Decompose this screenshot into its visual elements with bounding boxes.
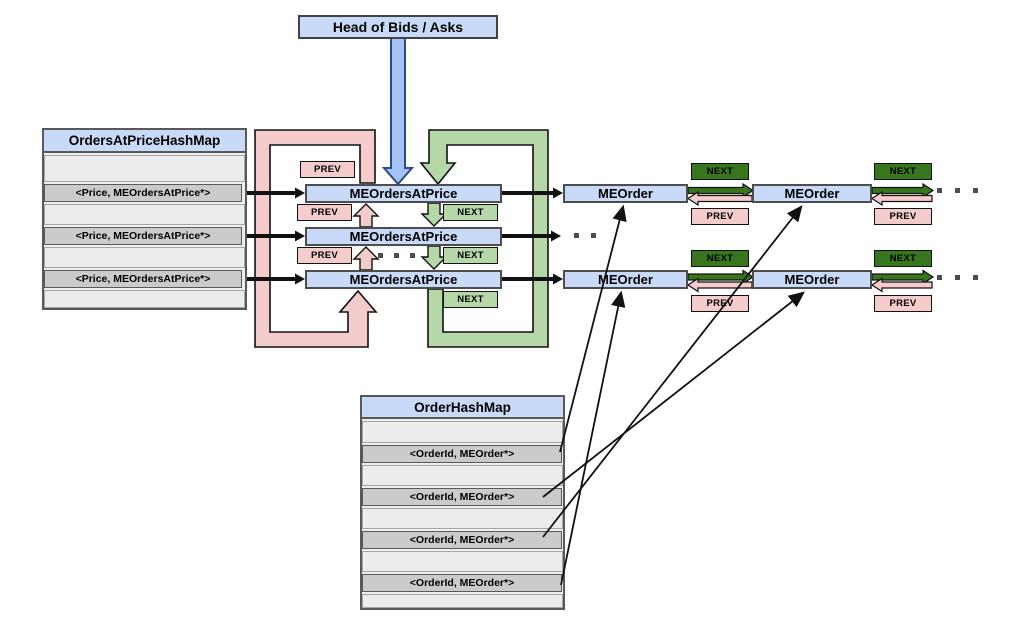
next-chip: NEXT [874,250,932,267]
order-pointer-arrow [542,291,805,498]
arrowhead [295,187,305,199]
empty-bucket-row [362,465,563,486]
ellipsis-dot [574,233,579,238]
next-chip: NEXT [874,163,932,180]
order-bucket-row: <OrderId, MEOrder*> [362,445,562,463]
ellipsis-dot [973,275,978,280]
prev-loop-arrow [254,129,378,348]
me-orders-at-price-label: MEOrdersAtPrice [349,229,458,244]
me-orders-at-price-node: MEOrdersAtPrice [305,184,502,203]
ellipsis-dot [591,233,596,238]
empty-bucket-row [44,155,245,182]
ellipsis-dot [394,253,399,258]
prev-pointer-arrow [686,190,753,207]
arrowhead [553,187,563,199]
empty-bucket-row [44,204,245,225]
prev-label: PREV [313,164,342,175]
ellipsis-dot [973,188,978,193]
next-label: NEXT [889,253,917,264]
ellipsis-dot [955,275,960,280]
order-hashmap-header: OrderHashMap [360,395,565,419]
next-label: NEXT [889,166,917,177]
prev-label: PREV [706,211,734,222]
order-pointer-arrow [542,205,803,538]
head-of-bids-asks-box: Head of Bids / Asks [298,15,498,39]
next-chip: NEXT [691,163,749,180]
empty-bucket-row [362,551,563,572]
me-order-label: MEOrder [598,272,653,287]
arrowhead [553,273,563,285]
next-chip: NEXT [443,247,498,264]
order-bucket-row: <OrderId, MEOrder*> [362,531,562,549]
me-orders-at-price-node: MEOrdersAtPrice [305,270,502,289]
next-label: NEXT [706,166,734,177]
orders-at-price-hashmap-header: OrdersAtPriceHashMap [42,128,247,153]
head-pointer-arrow [381,37,415,186]
prev-pointer-arrow [686,277,753,293]
price-bucket-row: <Price, MEOrdersAtPrice*> [44,184,242,202]
next-label: NEXT [457,294,484,305]
ellipsis-dot [955,188,960,193]
next-label: NEXT [457,250,484,261]
prev-label: PREV [706,298,734,309]
arrowhead [295,273,305,285]
me-orders-at-price-label: MEOrdersAtPrice [349,186,458,201]
prev-pointer-arrow [870,190,933,207]
order-bucket-label: <OrderId, MEOrder*> [409,448,515,460]
next-chip: NEXT [443,204,498,221]
me-order-label: MEOrder [784,272,840,287]
prev-chip: PREV [874,295,932,312]
me-order-node: MEOrder [563,184,688,203]
next-label: NEXT [457,207,484,218]
prev-label: PREV [889,211,917,222]
me-order-node: MEOrder [563,270,688,289]
arrowhead [295,230,305,242]
prev-chip: PREV [874,208,932,225]
prev-chip: PREV [300,161,355,178]
prev-label: PREV [889,298,917,309]
order-pointer-arrow [559,204,627,453]
next-chip: NEXT [691,250,749,267]
order-bucket-label: <OrderId, MEOrder*> [409,491,515,503]
price-bucket-row: <Price, MEOrdersAtPrice*> [44,270,242,288]
order-hashmap-title: OrderHashMap [414,399,511,415]
empty-bucket-row [362,594,563,608]
prev-pointer-arrow [870,277,933,293]
price-bucket-row: <Price, MEOrdersAtPrice*> [44,227,242,245]
me-order-label: MEOrder [784,186,840,201]
price-bucket-label: <Price, MEOrdersAtPrice*> [75,230,211,242]
me-order-label: MEOrder [598,186,653,201]
me-order-node: MEOrder [752,270,872,289]
order-bucket-row: <OrderId, MEOrder*> [362,574,562,592]
ellipsis-dot [378,253,383,258]
arrowhead [551,230,561,242]
head-of-bids-asks-label: Head of Bids / Asks [332,19,464,35]
prev-chip: PREV [297,247,352,264]
prev-label: PREV [310,207,339,218]
ellipsis-dot [937,188,942,193]
next-label: NEXT [706,253,734,264]
next-loop-arrow [419,129,549,348]
order-bucket-label: <OrderId, MEOrder*> [409,534,515,546]
order-bucket-label: <OrderId, MEOrder*> [409,577,515,589]
next-chip: NEXT [443,291,498,308]
me-orders-at-price-node: MEOrdersAtPrice [305,227,502,246]
me-order-node: MEOrder [752,184,872,203]
ellipsis-dot [410,253,415,258]
prev-label: PREV [310,250,339,261]
order-bucket-row: <OrderId, MEOrder*> [362,488,562,506]
me-orders-at-price-label: MEOrdersAtPrice [349,272,458,287]
empty-bucket-row [44,247,245,268]
prev-chip: PREV [297,204,352,221]
empty-bucket-row [362,508,563,529]
price-bucket-label: <Price, MEOrdersAtPrice*> [75,187,211,199]
order-pointer-arrow [560,290,626,586]
orders-at-price-hashmap-title: OrdersAtPriceHashMap [68,133,221,148]
ellipsis-dot [937,275,942,280]
empty-bucket-row [44,290,245,308]
empty-bucket-row [362,421,563,443]
prev-chip: PREV [691,208,749,225]
price-bucket-label: <Price, MEOrdersAtPrice*> [75,273,211,285]
